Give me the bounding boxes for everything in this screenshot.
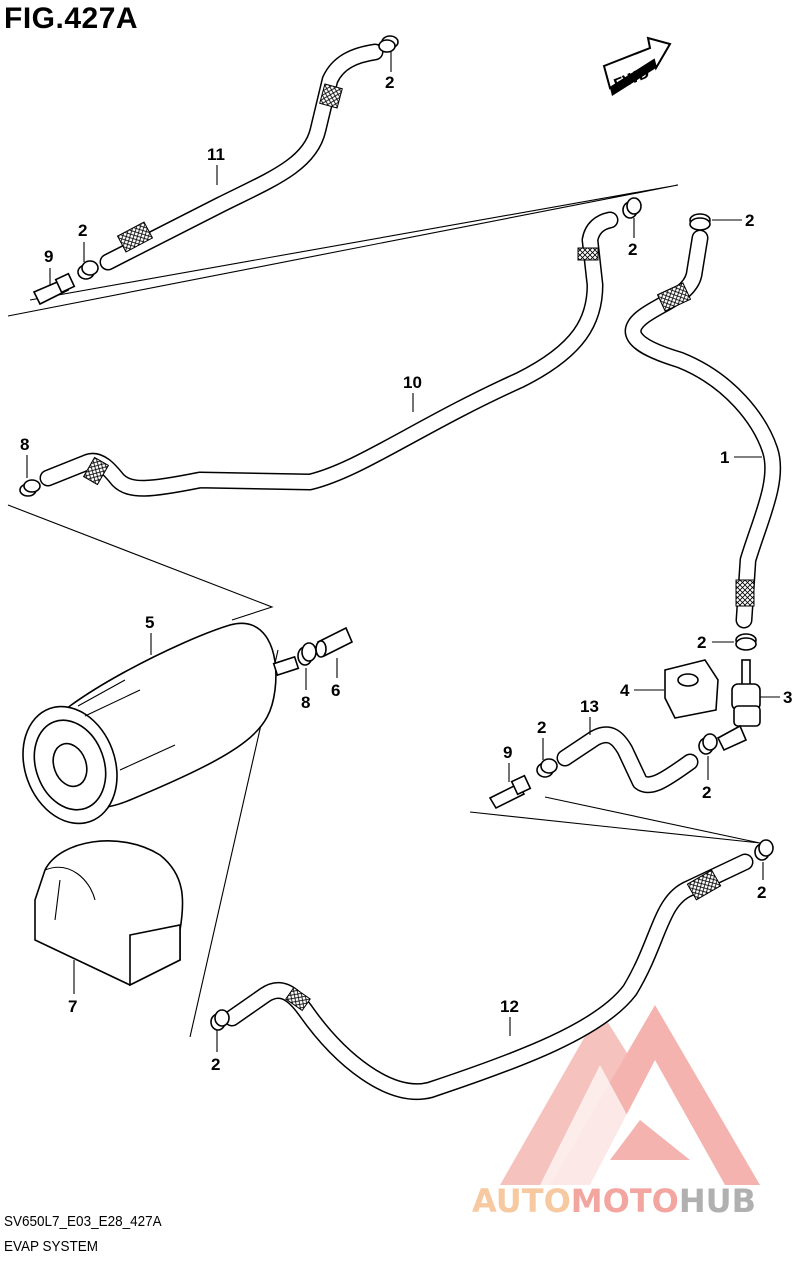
- callout-labels: 2 11 2 9 2 2 10 8 1 5 2 4 3 8 6 13 2 9: [20, 52, 792, 1074]
- clamp-8b: [297, 642, 317, 666]
- clamp-2h: [210, 1009, 230, 1031]
- hose-1: [624, 229, 782, 629]
- callout-6: 6: [331, 681, 340, 700]
- hose-11: [99, 43, 384, 271]
- fitting-9b: [488, 774, 532, 810]
- clamp-2g: [698, 733, 718, 755]
- callout-4: 4: [620, 681, 630, 700]
- bracket-4: [664, 659, 719, 719]
- callout-7: 7: [68, 997, 77, 1016]
- callout-2: 2: [385, 73, 394, 92]
- callout-2: 2: [78, 221, 87, 240]
- clamp-2e: [735, 633, 757, 651]
- cap-6: [315, 626, 354, 658]
- hose-13: [556, 726, 699, 794]
- clamp-2d: [689, 213, 711, 231]
- clamp-2f: [536, 758, 558, 778]
- figure-title: FIG.427A: [4, 2, 139, 35]
- callout-10: 10: [403, 373, 422, 392]
- callout-5: 5: [145, 613, 154, 632]
- hose-10: [39, 211, 619, 497]
- canister-5: [22, 622, 300, 825]
- callout-2: 2: [757, 883, 766, 902]
- figure-subtitle: EVAP SYSTEM: [4, 1238, 99, 1255]
- callout-12: 12: [500, 997, 519, 1016]
- clamp-8a: [19, 479, 41, 497]
- figure-code: SV650L7_E03_E28_427A: [4, 1213, 162, 1230]
- fwd-arrow-icon: FWD: [602, 36, 672, 96]
- valve-3: [716, 659, 761, 752]
- callout-9: 9: [503, 743, 512, 762]
- clamp-2c: [622, 197, 642, 219]
- watermark-logo: [500, 1005, 760, 1185]
- callout-2: 2: [702, 783, 711, 802]
- clamp-2i: [754, 839, 774, 861]
- callout-9: 9: [44, 247, 53, 266]
- callout-2: 2: [537, 718, 546, 737]
- clamp-2b: [77, 260, 99, 280]
- hose-12: [223, 853, 754, 1100]
- watermark-text: AUTOMOTOHUB: [472, 1182, 756, 1220]
- clamp-2a: [378, 35, 399, 53]
- callout-8: 8: [20, 435, 29, 454]
- callout-2: 2: [697, 633, 706, 652]
- callout-2: 2: [628, 240, 637, 259]
- cover-7: [34, 840, 184, 987]
- callout-2: 2: [211, 1055, 220, 1074]
- callout-13: 13: [580, 697, 599, 716]
- callout-2: 2: [745, 211, 754, 230]
- fitting-9a: [32, 272, 76, 306]
- callout-1: 1: [720, 448, 729, 467]
- callout-3: 3: [783, 688, 792, 707]
- callout-8: 8: [301, 693, 310, 712]
- callout-11: 11: [207, 145, 225, 164]
